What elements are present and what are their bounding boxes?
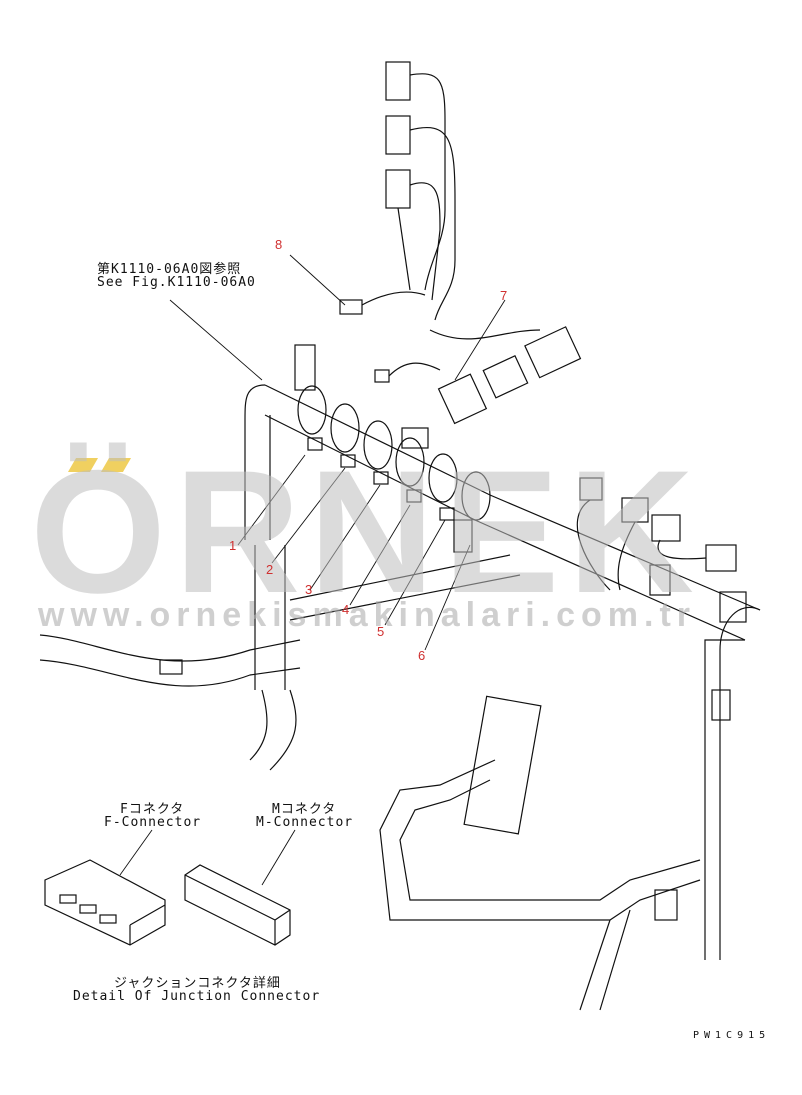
detail-caption-jp: ジャクションコネクタ詳細	[114, 976, 281, 991]
callout-1: 1	[229, 538, 237, 553]
f-connector-drawing	[44, 859, 166, 946]
callout-3: 3	[305, 582, 313, 597]
m-connector-drawing	[184, 864, 291, 946]
f-connector-label-en: F-Connector	[104, 815, 202, 830]
m-connector-label-en: M-Connector	[256, 815, 354, 830]
watermark-url: www.ornekismakinalari.com.tr	[38, 596, 697, 634]
f-connector-label-jp: Fコネクタ	[120, 802, 185, 817]
top-connectors	[385, 61, 456, 321]
main-harness	[39, 344, 761, 960]
branch-connectors	[339, 291, 747, 623]
reference-note-jp: 第K1110-06A0図参照	[97, 262, 242, 277]
lower-harness	[379, 695, 701, 1011]
callout-5: 5	[377, 624, 385, 639]
watermark-brand: ÖRNEK	[30, 435, 702, 630]
callout-7: 7	[500, 288, 508, 303]
detail-caption-en: Detail Of Junction Connector	[73, 989, 321, 1004]
drawing-code: PW1C915	[693, 1030, 771, 1041]
reference-note-en: See Fig.K1110-06A0	[97, 275, 256, 290]
m-connector-label-jp: Mコネクタ	[272, 802, 337, 817]
callout-8: 8	[275, 237, 283, 252]
callout-2: 2	[266, 562, 274, 577]
callout-4: 4	[342, 602, 350, 617]
callout-6: 6	[418, 648, 426, 663]
leader-lines	[119, 254, 506, 886]
